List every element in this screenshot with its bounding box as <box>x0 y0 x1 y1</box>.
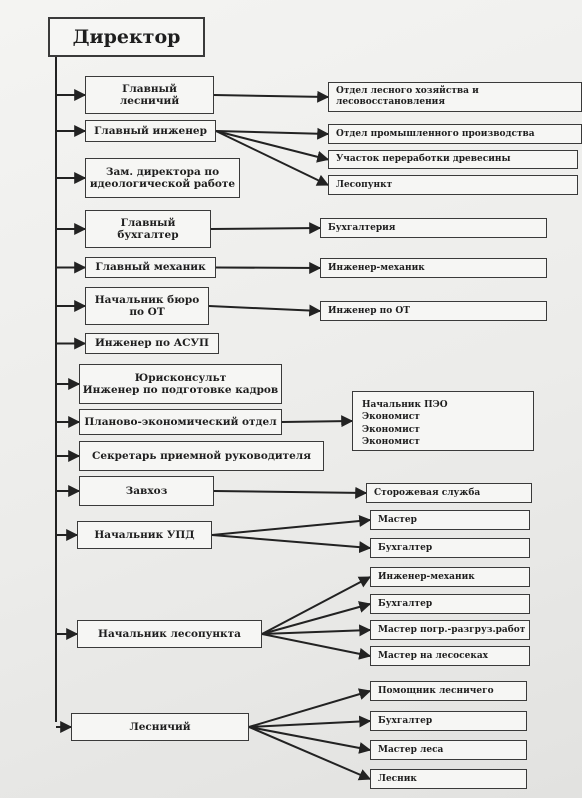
link-d13-u13 <box>261 601 372 635</box>
dept-chief-engineer: Главный инженер <box>85 120 216 142</box>
unit-guard-service: Сторожевая служба <box>366 483 532 503</box>
dept-chief-accountant: Главный бухгалтер <box>85 210 211 248</box>
dept-asup-engineer: Инженер по АСУП <box>85 333 219 354</box>
link-d14-u16 <box>248 688 372 728</box>
link-d2-u2 <box>215 127 330 140</box>
dept-forester: Лесничий <box>71 713 249 741</box>
link-d13-u14 <box>261 624 372 637</box>
unit-forestry-department: Отдел лесного хозяйства и лесовосстановл… <box>328 82 582 112</box>
link-d14-u19 <box>248 726 372 781</box>
unit-assistant-forester: Помощник лесничего <box>370 681 527 701</box>
link-d13-u15 <box>261 633 372 660</box>
dept-supply-manager: Завхоз <box>79 476 214 506</box>
link-d6-u7 <box>208 304 322 317</box>
link-d14-u17 <box>248 715 372 728</box>
dept-upd-head: Начальник УПД <box>77 521 212 549</box>
dept-planning-economic: Планово-экономический отдел <box>79 409 282 435</box>
unit-forest-foreman: Мастер леса <box>370 740 527 760</box>
link-d11-u9 <box>213 486 368 499</box>
link-d5-u6 <box>215 261 322 274</box>
link-d1-u1 <box>213 90 330 103</box>
unit-forestry-accountant: Бухгалтер <box>370 711 527 731</box>
dept-reception-secretary: Секретарь приемной руководителя <box>79 441 324 471</box>
dept-safety-bureau-head: Начальник бюро по ОТ <box>85 287 209 325</box>
director-box: Директор <box>48 17 205 57</box>
unit-site-accountant: Бухгалтер <box>370 594 530 614</box>
link-d9-u8 <box>281 415 354 428</box>
dept-chief-forester: Главный лесничий <box>85 76 214 114</box>
unit-wood-processing: Участок переработки древесины <box>328 150 578 169</box>
unit-loading-foreman: Мастер погр.-разгруз.работ <box>370 620 530 640</box>
dept-logging-site-head: Начальник лесопункта <box>77 620 262 648</box>
link-d14-u18 <box>248 726 372 754</box>
link-d12-u11 <box>211 534 372 554</box>
unit-safety-engineer: Инженер по ОТ <box>320 301 547 321</box>
unit-mechanical-engineer: Инженер-механик <box>320 258 547 278</box>
unit-industrial-production: Отдел промышленного производства <box>328 124 582 144</box>
link-d2-u4 <box>215 130 330 186</box>
unit-forest-ranger: Лесник <box>370 769 527 789</box>
unit-cutting-area-foreman: Мастер на лесосеках <box>370 646 530 666</box>
link-d13-u12 <box>261 576 372 635</box>
link-d2-u3 <box>215 130 330 163</box>
link-d12-u10 <box>211 515 372 536</box>
dept-chief-mechanic: Главный механик <box>85 257 216 278</box>
unit-accounting: Бухгалтерия <box>320 218 547 238</box>
unit-peo-staff: Начальник ПЭО Экономист Экономист Эконом… <box>352 391 534 451</box>
link-d4-u5 <box>210 222 322 235</box>
dept-deputy-ideology: Зам. директора по идеологической работе <box>85 158 240 198</box>
unit-logging-site: Лесопункт <box>328 175 578 195</box>
unit-upd-foreman: Мастер <box>370 510 530 530</box>
unit-site-mechanical-engineer: Инженер-механик <box>370 567 530 587</box>
unit-upd-accountant: Бухгалтер <box>370 538 530 558</box>
dept-legal-hr: Юрисконсульт Инженер по подготовке кадро… <box>79 364 282 404</box>
